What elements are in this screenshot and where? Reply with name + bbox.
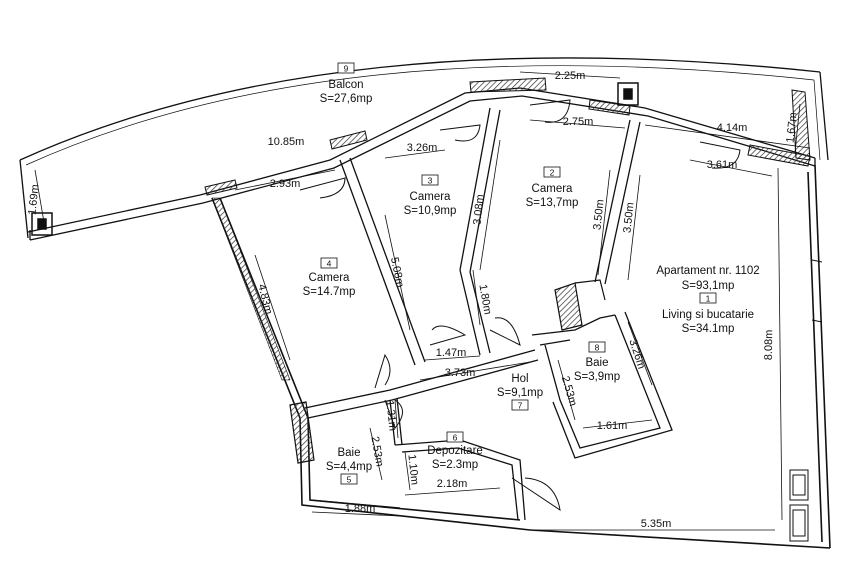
room-number: 5 <box>347 475 352 485</box>
room-number-box <box>340 473 358 485</box>
dimension-label: 3.73m <box>445 367 476 379</box>
dimension-label: 3.26m <box>626 338 647 371</box>
wall-hatch-facade <box>204 77 811 196</box>
dimension-label: 3.26m <box>407 142 438 154</box>
room-name: Hol <box>511 373 528 385</box>
interior-walls <box>304 107 673 521</box>
dimension-label: 5.08m <box>388 256 406 288</box>
dimension-label: 2.53m <box>368 435 385 467</box>
apartment-area: S=93,1mp <box>682 280 735 292</box>
room-name: Living si bucatarie <box>662 309 754 321</box>
room-area: S=9,1mp <box>497 387 543 399</box>
room-area: S=10,9mp <box>404 205 457 217</box>
room-label-depozitare: 6 Depozitare S=2.3mp <box>427 431 483 471</box>
facade-wall <box>27 87 816 241</box>
room-number-box <box>320 257 338 269</box>
dimension-label: 3.61m <box>707 159 738 171</box>
dimension-label: 1.88m <box>345 503 376 515</box>
room-number: 3 <box>428 176 433 186</box>
room-label-balcon: 9 Balcon S=27,6mp <box>320 62 373 105</box>
room-number: 1 <box>706 294 711 304</box>
dimension-label: 1.10m <box>405 454 420 486</box>
room-number-box <box>421 174 439 186</box>
wall-hatch-left <box>211 197 291 381</box>
room-area: S=3,9mp <box>574 371 620 383</box>
structural-column <box>289 401 315 464</box>
room-number: 9 <box>344 64 349 74</box>
dimension-label: 2.75m <box>563 116 594 128</box>
dimension-label: 1.61m <box>597 420 628 432</box>
apartment-title: Apartament nr. 1102 <box>656 265 759 277</box>
room-number: 4 <box>327 259 332 269</box>
room-area: S=27,6mp <box>320 93 373 105</box>
dimension-label: 8.08m <box>763 330 776 361</box>
room-number-box <box>543 166 561 178</box>
room-number: 8 <box>595 343 600 353</box>
dimension-lines <box>34 71 811 531</box>
room-name: Depozitare <box>427 445 483 457</box>
balcony-outline <box>19 57 829 239</box>
room-number: 7 <box>518 401 523 411</box>
room-name: Balcon <box>328 79 363 91</box>
dimension-label: 3.50m <box>591 199 606 231</box>
room-name: Baie <box>585 357 608 369</box>
room-label-camera-2: 2 Camera S=13,7mp <box>526 166 579 209</box>
kitchen-cabinet <box>554 279 606 331</box>
right-windows <box>789 259 823 542</box>
room-label-baie-5: Baie S=4,4mp 5 <box>326 447 372 485</box>
room-label-hol: Hol S=9,1mp 7 <box>497 373 543 411</box>
dimension-label: 1.47m <box>436 347 467 359</box>
room-area: S=14.7mp <box>303 286 356 298</box>
room-number-box <box>588 341 606 353</box>
dimension-label: 2.18m <box>437 478 468 490</box>
room-name: Camera <box>532 183 574 195</box>
room-label-living: Apartament nr. 1102 S=93,1mp 1 Living si… <box>656 265 759 335</box>
room-number: 2 <box>550 168 555 178</box>
room-label-camera-3: 3 Camera S=10,9mp <box>404 174 457 217</box>
room-number: 6 <box>453 433 458 443</box>
room-number-box <box>446 431 464 443</box>
room-number-box <box>337 62 355 74</box>
room-area: S=4,4mp <box>326 461 372 473</box>
dimension-labels: 2.25m 1.67m 2.75m 4.14m 3.61m 10.85m 3.2… <box>26 70 799 530</box>
dimension-label: 3.50m <box>621 202 636 234</box>
dimension-label: 4.14m <box>717 122 748 134</box>
room-number-box <box>511 399 529 411</box>
dimension-label: 1.31m <box>383 400 398 432</box>
dimension-label: 5.35m <box>641 518 672 530</box>
dimension-label: 3.08m <box>471 194 486 226</box>
room-name: Baie <box>337 447 360 459</box>
dimension-label: 1.69m <box>26 184 41 216</box>
exterior-walls <box>211 164 831 549</box>
dimension-label: 2.93m <box>270 178 301 190</box>
room-area: S=34.1mp <box>682 323 735 335</box>
dimension-label: 1.80m <box>476 283 493 315</box>
dimension-label: 10.85m <box>268 136 305 148</box>
room-label-baie-8: 8 Baie S=3,9mp <box>574 341 620 383</box>
room-area: S=13,7mp <box>526 197 579 209</box>
room-name: Camera <box>410 191 452 203</box>
room-area: S=2.3mp <box>432 459 478 471</box>
room-label-camera-4: 4 Camera S=14.7mp <box>303 257 356 298</box>
room-number-box <box>699 292 717 304</box>
room-name: Camera <box>309 272 351 284</box>
dimension-label: 1.67m <box>784 112 799 144</box>
doors <box>299 99 741 512</box>
dimension-label: 2.25m <box>555 70 586 82</box>
